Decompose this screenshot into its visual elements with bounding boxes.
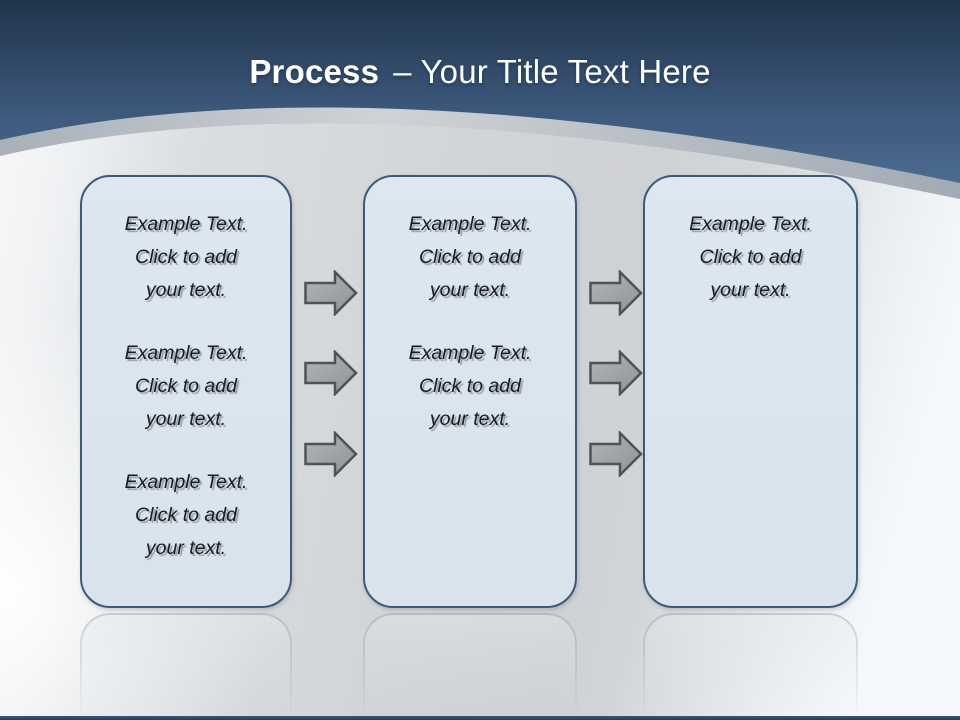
right-arrow-icon — [589, 350, 643, 396]
title-keyword: Process — [249, 53, 380, 90]
title-text: – Your Title Text Here — [393, 53, 711, 90]
example-text-placeholder[interactable]: Example Text. Click to add your text. — [124, 342, 248, 430]
right-arrow-icon — [304, 431, 358, 477]
right-arrow-icon — [304, 350, 358, 396]
process-box-2[interactable]: Example Text. Click to add your text. Ex… — [363, 175, 577, 608]
right-arrow-icon — [589, 431, 643, 477]
blue-header — [0, 0, 960, 183]
process-box-1[interactable]: Example Text. Click to add your text. Ex… — [80, 175, 292, 608]
process-box-3[interactable]: Example Text. Click to add your text. — [643, 175, 858, 608]
example-text-placeholder[interactable]: Example Text. Click to add your text. — [124, 213, 248, 301]
footer-bar — [0, 716, 960, 720]
box-reflection — [643, 613, 858, 720]
right-arrow-icon — [304, 270, 358, 316]
example-text-placeholder[interactable]: Example Text. Click to add your text. — [408, 342, 532, 430]
example-text-placeholder[interactable]: Example Text. Click to add your text. — [689, 213, 812, 301]
slide-title[interactable]: Process – Your Title Text Here — [0, 52, 960, 92]
box-reflection — [363, 613, 577, 720]
box-reflection — [80, 613, 292, 720]
example-text-placeholder[interactable]: Example Text. Click to add your text. — [408, 213, 532, 301]
header-curve — [0, 0, 960, 199]
right-arrow-icon — [589, 270, 643, 316]
example-text-placeholder[interactable]: Example Text. Click to add your text. — [124, 471, 248, 559]
